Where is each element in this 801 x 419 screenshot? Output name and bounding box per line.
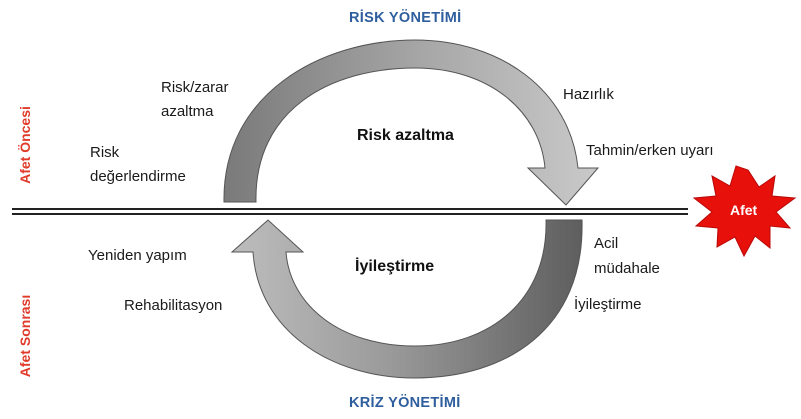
preparedness-label: Hazırlık — [563, 86, 614, 103]
disaster-badge-label: Afet — [730, 202, 758, 218]
risk-reduction-label-line1: Risk/zarar — [161, 79, 229, 96]
lower-cycle-arrow — [230, 219, 583, 379]
side-label-before: Afet Öncesi — [17, 106, 33, 184]
emergency-response-label-line1: Acil — [594, 235, 619, 252]
recovery-label: İyileştirme — [574, 296, 642, 313]
rehabilitation-label: Rehabilitasyon — [124, 297, 223, 314]
forecast-label: Tahmin/erken uyarı — [586, 142, 714, 159]
lower-center-label: İyileştirme — [355, 258, 435, 275]
upper-center-label: Risk azaltma — [357, 127, 454, 144]
side-label-after: Afet Sonrası — [17, 294, 33, 378]
reconstruction-label: Yeniden yapım — [88, 247, 187, 264]
bottom-heading: KRİZ YÖNETİMİ — [349, 395, 461, 411]
risk-assessment-label-line1: Risk — [90, 144, 120, 161]
risk-reduction-label-line2: azaltma — [161, 103, 214, 120]
risk-assessment-label-line2: değerlendirme — [90, 168, 186, 185]
emergency-response-label-line2: müdahale — [594, 260, 660, 277]
upper-cycle-arrow — [223, 39, 600, 206]
top-heading: RİSK YÖNETİMİ — [349, 10, 462, 26]
disaster-burst-icon — [692, 165, 797, 258]
